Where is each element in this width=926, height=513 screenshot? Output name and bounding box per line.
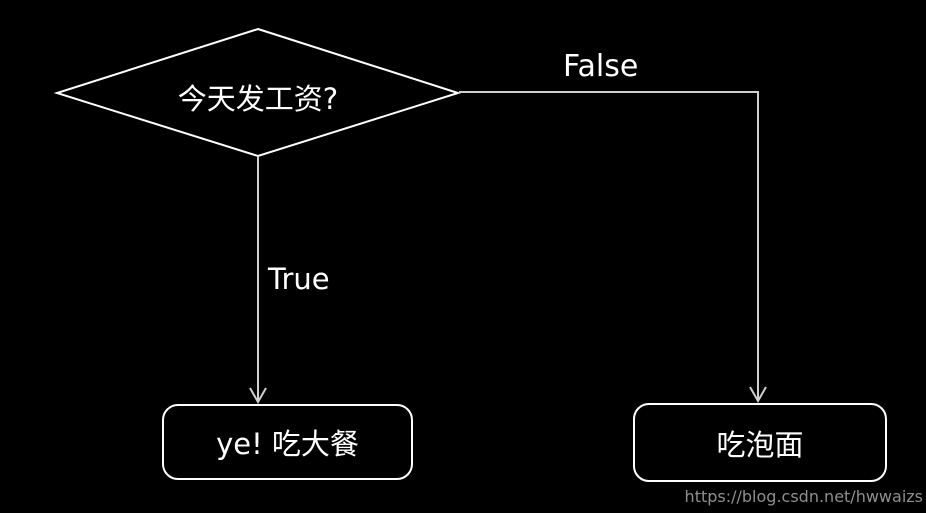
false-branch-label: False xyxy=(563,49,639,84)
outcome-box-true: ye! 吃大餐 xyxy=(162,404,413,480)
decision-label: 今天发工资? xyxy=(177,82,339,116)
outcome-false-label: 吃泡面 xyxy=(716,427,804,462)
false-branch-arrowhead-icon xyxy=(749,386,767,404)
false-branch-connector xyxy=(459,91,759,400)
outcome-box-false: 吃泡面 xyxy=(633,403,887,482)
outcome-true-label: ye! 吃大餐 xyxy=(216,427,359,461)
watermark-url: https://blog.csdn.net/hwwaizs xyxy=(684,487,923,506)
decision-diamond-shape xyxy=(53,27,462,158)
true-branch-label: True xyxy=(268,262,330,296)
true-branch-arrowhead-icon xyxy=(249,387,267,405)
